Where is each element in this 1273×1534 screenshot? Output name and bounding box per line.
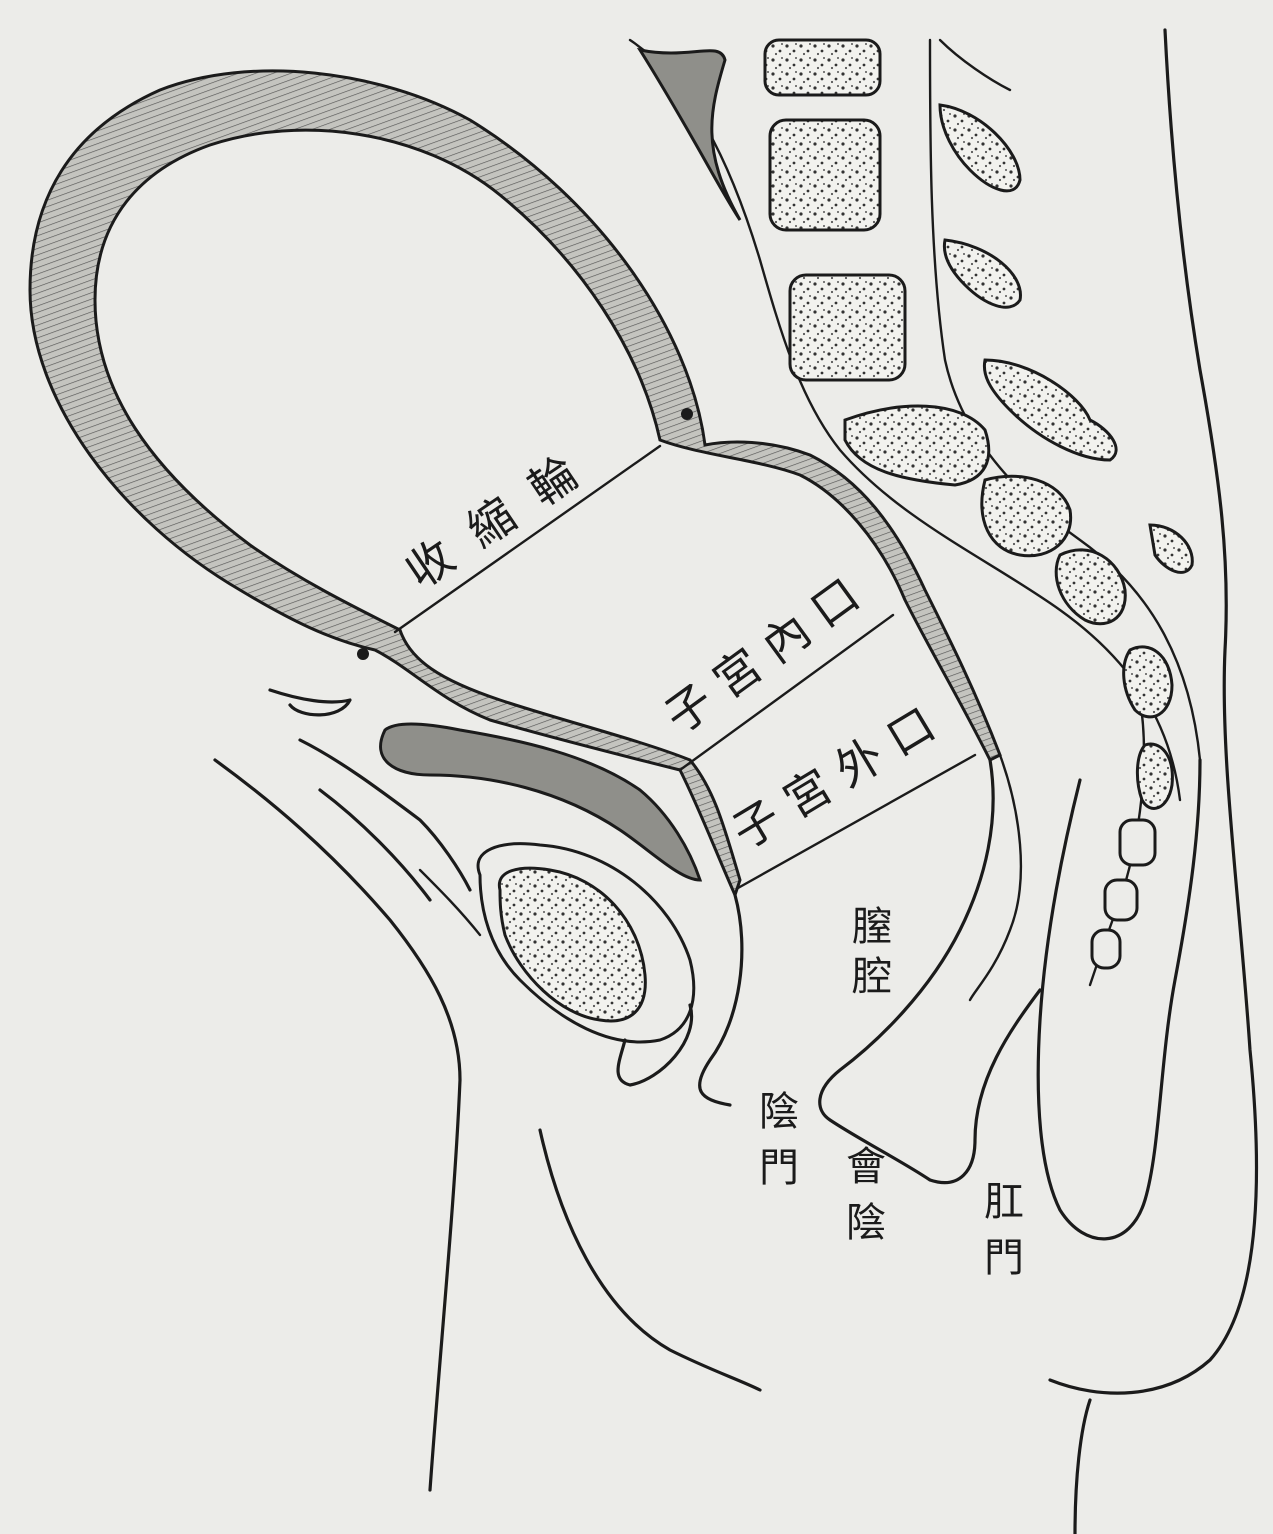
coccyx-segment — [1092, 930, 1120, 968]
spinous-process — [984, 360, 1116, 460]
label-internal-os: 子宮內口 — [655, 559, 881, 744]
ring-marker-upper — [681, 408, 693, 420]
sacral-segment — [1124, 647, 1172, 717]
spinous-process — [940, 105, 1020, 191]
label-anus: 肛門 — [977, 1180, 1023, 1292]
label-perineum: 會陰 — [839, 1145, 885, 1257]
vertebra — [845, 406, 989, 485]
label-contraction-ring: 收縮輪 — [396, 430, 610, 599]
vertebra — [770, 120, 880, 230]
sacral-segment — [982, 476, 1071, 556]
body-outline — [215, 30, 1257, 1534]
label-external-os: 子宮外口 — [723, 690, 957, 860]
sacral-segment — [1137, 744, 1172, 808]
coccyx-segment — [1120, 820, 1155, 865]
pubic-bone — [478, 844, 694, 1042]
ring-marker-lower — [357, 648, 369, 660]
vertebra — [790, 275, 905, 380]
label-vulva: 陰門 — [752, 1090, 798, 1202]
coccyx-segment — [1105, 880, 1137, 920]
vertebra — [765, 40, 880, 95]
spinous-process — [944, 240, 1020, 307]
label-vaginal-cavity: 膣腔 — [845, 905, 892, 1005]
sacral-segment — [1056, 550, 1125, 624]
spinous-process — [1150, 525, 1192, 572]
